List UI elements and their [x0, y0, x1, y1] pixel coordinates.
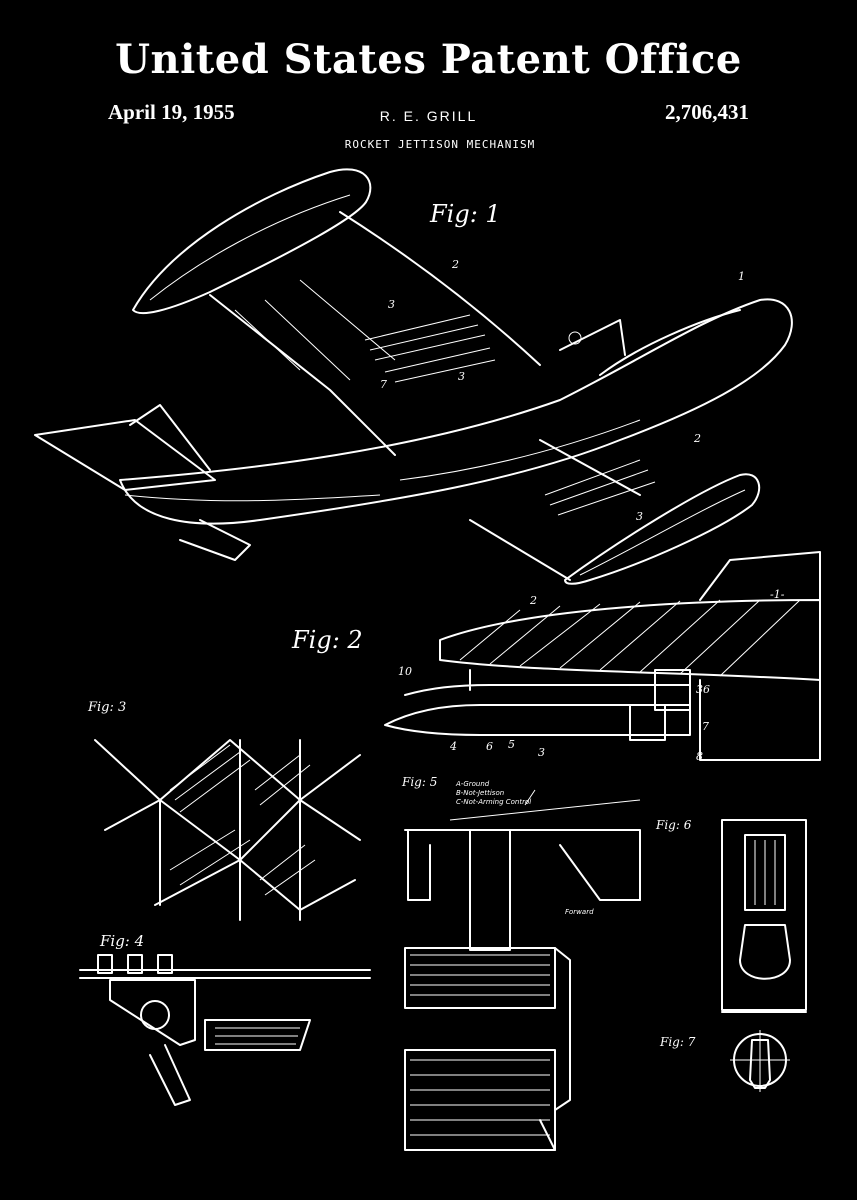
fig1-ref-2: 2: [452, 258, 459, 271]
fig1-ref-3a: 3: [388, 298, 395, 311]
fig1-label: Fig: 1: [430, 200, 501, 228]
fig2-label: Fig: 2: [292, 626, 363, 654]
fig2-ref-1: -1-: [770, 588, 785, 601]
fig1-ref-3b: 3: [458, 370, 465, 383]
fig7-label: Fig: 7: [660, 1035, 696, 1049]
fig1-ref-2b: 2: [694, 432, 701, 445]
fig2-ref-5: 5: [508, 738, 515, 751]
fig5-legend-a: A-Ground: [456, 780, 490, 788]
fig3-label: Fig: 3: [88, 700, 127, 715]
patent-number: 2,706,431: [665, 100, 749, 124]
fig1-ref-3c: 3: [636, 510, 643, 523]
fig4-label: Fig: 4: [100, 932, 145, 950]
fig1-ref-1: 1: [738, 270, 745, 283]
fig2-ref-6: 6: [486, 740, 493, 753]
fig5-legend-c: C-Not-Arming Control: [456, 798, 532, 806]
fig2-ref-7: 7: [702, 720, 709, 733]
fig2-ref-8: 8: [696, 750, 703, 763]
fig1-ref-7: 7: [380, 378, 387, 391]
patent-date: April 19, 1955: [108, 100, 235, 124]
inventor-name: R. E. GRILL: [379, 108, 478, 124]
fig5-forward-label: Forward: [565, 908, 594, 916]
fig6-label: Fig: 6: [656, 818, 692, 832]
fig2-ref-10: 10: [398, 665, 412, 678]
fig2-ref-3: 3: [538, 746, 545, 759]
fig5-label: Fig: 5: [402, 775, 438, 789]
fig2-ref-2: 2: [530, 594, 537, 607]
office-title: United States Patent Office: [115, 36, 742, 83]
invention-title: ROCKET JETTISON MECHANISM: [344, 138, 536, 151]
fig5-legend-b: B-Not-Jettison: [456, 789, 505, 797]
fig2-ref-36: 36: [696, 683, 710, 696]
fig2-ref-4: 4: [450, 740, 457, 753]
